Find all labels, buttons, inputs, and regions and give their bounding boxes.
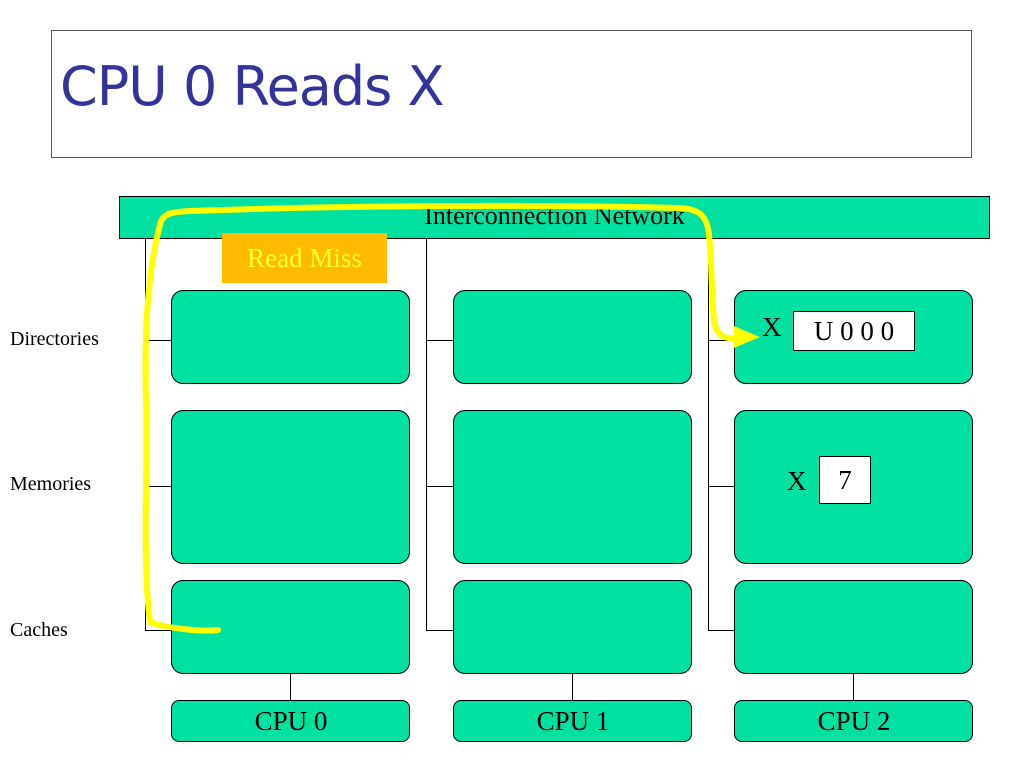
cache-node-cpu2 [734,580,973,674]
directory-node-cpu1 [453,290,692,384]
cache-node-cpu1 [453,580,692,674]
cpu-node-1 [453,700,692,742]
highlight-path-line [142,202,741,634]
directory-entry-value: U 0 0 0 [793,311,915,351]
row-label-memories: Memories [10,473,92,495]
memory-entry-value: 7 [819,456,871,504]
row-label-caches: Caches [10,619,68,641]
title-frame [51,30,972,158]
cache-node-cpu0 [171,580,410,674]
read-miss-message: Read Miss [222,233,387,283]
cpu-label-1: CPU 1 [536,706,610,736]
cpu-node-0 [171,700,410,742]
cpu-label-0: CPU 0 [254,706,328,736]
memory-entry-name: X [787,466,807,496]
row-label-directories: Directories [10,328,99,350]
directory-node-cpu0 [171,290,410,384]
cpu-label-2: CPU 2 [817,706,891,736]
memory-node-cpu1 [453,410,692,564]
directory-entry-name: X [762,312,782,342]
arrow-head-icon [734,326,760,348]
memory-node-cpu0 [171,410,410,564]
cpu-node-2 [734,700,973,742]
slide-title: CPU 0 Reads X [60,55,444,118]
